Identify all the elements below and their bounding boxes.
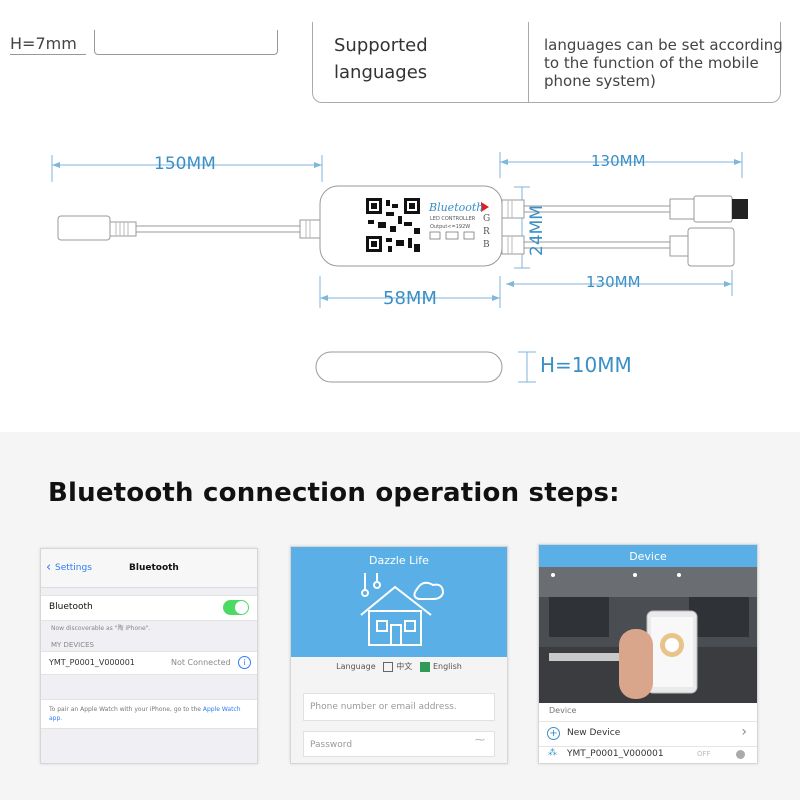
apple-watch-link[interactable]: Apple Watch app. <box>49 706 241 722</box>
device-status: Not Connected <box>171 658 231 667</box>
bluetooth-icon: ⁂ <box>548 748 557 758</box>
phone-email-input[interactable]: Phone number or email address. <box>303 693 495 721</box>
spec-row-value: languages can be set according to the fu… <box>544 36 783 90</box>
bluetooth-toggle[interactable] <box>223 600 249 615</box>
device-row[interactable]: YMT_P0001_V000001 Not Connected i <box>41 651 257 675</box>
back-button[interactable]: Settings <box>55 563 92 573</box>
eye-hidden-icon[interactable]: ⁓ <box>475 735 485 746</box>
spec-table-box <box>312 22 781 103</box>
status-arrow-icon <box>481 202 489 212</box>
screen-ios-bluetooth: ‹ Settings Bluetooth Bluetooth Now disco… <box>40 548 258 764</box>
add-circle-icon: + <box>547 727 560 740</box>
chevron-right-icon: › <box>741 724 747 740</box>
controller-label-output: Output<=192W <box>430 224 471 230</box>
info-icon[interactable]: i <box>238 656 251 669</box>
apple-watch-note-row: To pair an Apple Watch with your iPhone,… <box>41 699 257 729</box>
dim-body-thickness: H=10MM <box>540 353 632 377</box>
device-list-row[interactable]: ⁂ YMT_P0001_V000001 OFF <box>539 747 757 763</box>
qr-code-icon <box>364 196 422 254</box>
chinese-checkbox[interactable] <box>383 661 394 672</box>
height-spec-label: H=7mm <box>10 34 77 53</box>
screen-device: Device Device + New Device › ⁂ YMT_P0001… <box>538 544 758 764</box>
controller-pin-b: B <box>483 240 490 250</box>
app-hero <box>291 547 507 657</box>
password-input[interactable]: Password <box>303 731 495 757</box>
controller-diagram <box>51 152 748 383</box>
height-spec-underline <box>10 54 86 55</box>
dim-cable-bottom-right: 130MM <box>586 273 641 291</box>
english-option[interactable]: English <box>432 662 462 671</box>
device-name: YMT_P0001_V000001 <box>49 658 135 667</box>
controller-label-sub: LED CONTROLLER <box>430 216 476 222</box>
dim-body-height: 24MM <box>527 205 547 256</box>
nav-title: Bluetooth <box>129 563 179 573</box>
device-state: OFF <box>697 750 711 758</box>
device-list-name: YMT_P0001_V000001 <box>567 749 664 759</box>
back-chevron-icon[interactable]: ‹ <box>46 560 52 575</box>
chinese-option[interactable]: 中文 <box>396 662 413 671</box>
dim-body-width: 58MM <box>383 288 437 309</box>
controller-label-main: Bluetooth <box>429 201 484 214</box>
house-logo-icon <box>360 573 445 646</box>
device-header-bar <box>539 545 757 567</box>
bluetooth-label: Bluetooth <box>49 602 93 612</box>
spec-row-label: Supported languages <box>334 35 428 83</box>
dim-cable-left: 150MM <box>154 154 216 174</box>
english-checkbox[interactable] <box>419 661 430 672</box>
bluetooth-toggle-row: Bluetooth <box>41 595 257 621</box>
spec-cell-box <box>94 30 278 55</box>
discoverable-note: Now discoverable as "陶 iPhone". <box>51 625 151 632</box>
language-row: Language 中文 English <box>291 661 507 672</box>
apple-watch-note: To pair an Apple Watch with your iPhone,… <box>49 706 241 722</box>
device-section-label: Device <box>549 706 577 715</box>
language-label: Language <box>336 662 376 671</box>
my-devices-header: MY DEVICES <box>51 641 94 649</box>
new-device-label: New Device <box>567 728 621 738</box>
device-power-dot[interactable] <box>736 750 745 759</box>
app-name: Dazzle Life <box>369 554 429 567</box>
device-header-title: Device <box>629 550 667 563</box>
screen-app-login: Dazzle Life Language 中文 English Phone nu… <box>290 546 508 764</box>
dim-cable-top-right: 130MM <box>591 152 646 170</box>
steps-title: Bluetooth connection operation steps: <box>48 478 620 508</box>
spec-table-divider <box>528 22 529 102</box>
new-device-row[interactable]: + New Device › <box>539 721 757 747</box>
ios-nav-bar: ‹ Settings Bluetooth <box>41 549 257 588</box>
kitchen-photo <box>539 567 757 703</box>
controller-pin-g: G <box>483 214 491 224</box>
controller-pin-r: R <box>483 227 490 237</box>
